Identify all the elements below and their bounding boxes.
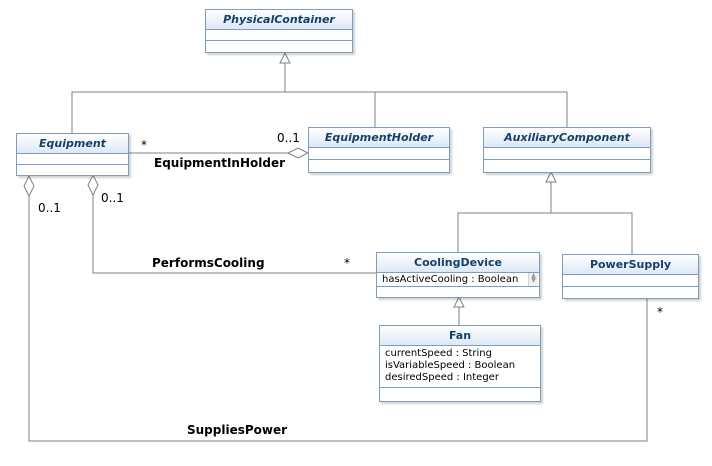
attributes-compartment: [563, 275, 698, 287]
class-name: AuxiliaryComponent: [484, 128, 650, 148]
operations-compartment: [377, 287, 539, 297]
attributes-compartment: [484, 148, 650, 160]
generalization-arrow: [279, 51, 291, 64]
attribute-row: isVariableSpeed : Boolean: [385, 360, 516, 371]
operations-compartment: [309, 160, 449, 172]
class-physical-container[interactable]: PhysicalContainer: [205, 9, 353, 53]
class-power-supply[interactable]: PowerSupply: [562, 254, 699, 299]
class-name: Equipment: [17, 134, 128, 154]
multiplicity-label: 0..1: [277, 131, 300, 145]
class-auxiliary-component[interactable]: AuxiliaryComponent: [483, 127, 651, 173]
scroll-up-icon[interactable]: ▲: [531, 272, 536, 279]
class-equipment-holder[interactable]: EquipmentHolder: [308, 127, 450, 173]
attributes-compartment: hasActiveCooling : Boolean ▲ ▼: [377, 273, 539, 287]
attributes-compartment: [206, 30, 352, 41]
generalization-line: [71, 91, 568, 133]
attribute-row: currentSpeed : String: [385, 348, 492, 359]
class-name: PowerSupply: [563, 255, 698, 275]
generalization-arrow: [545, 170, 557, 183]
attributes-compartment: currentSpeed : String isVariableSpeed : …: [380, 346, 540, 388]
association-name: EquipmentInHolder: [154, 156, 286, 170]
class-equipment[interactable]: Equipment: [16, 133, 129, 176]
class-name: CoolingDevice: [377, 253, 539, 273]
association-line: [92, 195, 376, 274]
class-name: PhysicalContainer: [206, 10, 352, 30]
multiplicity-label: 0..1: [101, 191, 124, 205]
association-name: PerformsCooling: [152, 256, 265, 270]
generalization-arrow: [453, 295, 465, 308]
operations-compartment: [206, 41, 352, 52]
aggregation-diamond: [87, 173, 99, 197]
compartment-scrollbar[interactable]: ▲ ▼: [528, 273, 538, 286]
class-name: Fan: [380, 326, 540, 346]
aggregation-diamond: [286, 147, 310, 159]
multiplicity-label: *: [344, 256, 350, 270]
attributes-compartment: [309, 148, 449, 160]
attribute-row: hasActiveCooling : Boolean: [382, 274, 519, 285]
scroll-down-icon[interactable]: ▼: [531, 277, 536, 284]
multiplicity-label: 0..1: [38, 201, 61, 215]
operations-compartment: [484, 160, 650, 172]
multiplicity-label: *: [141, 138, 147, 152]
multiplicity-label: *: [657, 305, 663, 319]
generalization-line: [457, 212, 633, 254]
attribute-row: desiredSpeed : Integer: [385, 372, 499, 383]
class-fan[interactable]: Fan currentSpeed : String isVariableSpee…: [379, 325, 541, 402]
aggregation-diamond: [23, 174, 35, 198]
class-cooling-device[interactable]: CoolingDevice hasActiveCooling : Boolean…: [376, 252, 540, 298]
attributes-compartment: [17, 154, 128, 165]
association-name: SuppliesPower: [187, 423, 288, 437]
operations-compartment: [380, 388, 540, 400]
association-line: [28, 196, 648, 442]
operations-compartment: [17, 165, 128, 176]
class-name: EquipmentHolder: [309, 128, 449, 148]
operations-compartment: [563, 287, 698, 298]
